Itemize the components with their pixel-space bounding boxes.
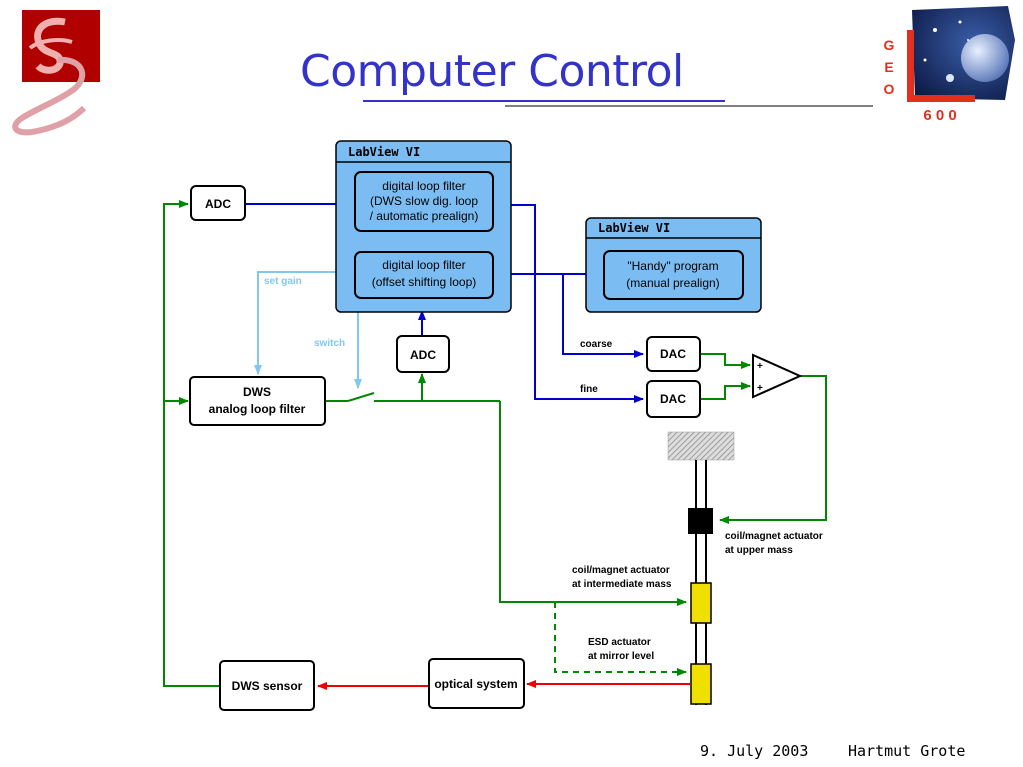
geo600-logo: G E O 6 0 0 bbox=[884, 6, 1015, 124]
handy-line2: (manual prealign) bbox=[626, 276, 719, 290]
filter2-line2: (offset shifting loop) bbox=[372, 275, 477, 289]
set-gain-label: set gain bbox=[264, 276, 302, 287]
handy-program: "Handy" program (manual prealign) bbox=[603, 250, 744, 300]
logo-letter-e: E bbox=[884, 59, 893, 75]
footer-author: Hartmut Grote bbox=[848, 742, 966, 760]
labview-main-title: LabView VI bbox=[348, 145, 420, 159]
filter1-line2: (DWS slow dig. loop bbox=[370, 194, 478, 208]
optical-system: optical system bbox=[428, 658, 525, 709]
upper-mass bbox=[688, 508, 713, 534]
dac-fine: DAC bbox=[646, 380, 701, 418]
intermediate-mass bbox=[690, 582, 712, 624]
analog-switch bbox=[347, 392, 375, 402]
filter2-to-coarse-dac-wire bbox=[494, 273, 644, 358]
adc-top-label: ADC bbox=[205, 197, 231, 211]
to-esd-actuator-wire bbox=[554, 602, 687, 676]
filter1-line3: / automatic prealign) bbox=[370, 209, 479, 223]
fine-dac-to-amp-wire bbox=[700, 382, 751, 400]
amp-plus-1: + bbox=[757, 361, 763, 372]
esd-actuator-line2: at mirror level bbox=[588, 651, 654, 662]
filter2-line1: digital loop filter bbox=[382, 258, 465, 272]
filter1-to-fine-dac-wire bbox=[494, 204, 644, 403]
fine-label: fine bbox=[580, 384, 598, 395]
dws-sensor-label: DWS sensor bbox=[232, 679, 303, 693]
sensor-to-adc-wire bbox=[163, 200, 220, 687]
amp-plus-2: + bbox=[757, 383, 763, 394]
dws-filter-line2: analog loop filter bbox=[209, 402, 306, 416]
coarse-label: coarse bbox=[580, 339, 613, 350]
intermediate-actuator-line2: at intermediate mass bbox=[572, 579, 672, 590]
institute-logo bbox=[12, 10, 100, 136]
suspension-point bbox=[667, 431, 735, 461]
intermediate-actuator-line1: coil/magnet actuator bbox=[572, 565, 670, 576]
labview-handy-title: LabView VI bbox=[598, 221, 670, 235]
set-gain-wire bbox=[254, 271, 354, 375]
upper-actuator-line1: coil/magnet actuator bbox=[725, 531, 823, 542]
handy-line1: "Handy" program bbox=[627, 259, 718, 273]
esd-actuator-line1: ESD actuator bbox=[588, 637, 651, 648]
adc-mid-label: ADC bbox=[410, 348, 436, 362]
mirror-mass bbox=[690, 663, 712, 705]
summing-amplifier: + + bbox=[752, 353, 803, 399]
dac-fine-label: DAC bbox=[660, 392, 686, 406]
page-title: Computer Control bbox=[300, 46, 684, 97]
logo-letter-g: G bbox=[884, 37, 895, 53]
dac-coarse-label: DAC bbox=[660, 347, 686, 361]
logo-letter-o: O bbox=[884, 81, 895, 97]
upper-actuator-line2: at upper mass bbox=[725, 545, 793, 556]
dws-filter-line1: DWS bbox=[243, 385, 271, 399]
adc-mid: ADC bbox=[396, 335, 450, 373]
filter1-line1: digital loop filter bbox=[382, 179, 465, 193]
adc-top: ADC bbox=[190, 185, 246, 221]
to-intermediate-actuator-wire bbox=[499, 401, 687, 606]
switch-label: switch bbox=[314, 338, 345, 349]
dws-analog-filter: DWS analog loop filter bbox=[189, 376, 326, 426]
digital-filter-2: digital loop filter (offset shifting loo… bbox=[354, 251, 494, 299]
digital-filter-1: digital loop filter (DWS slow dig. loop … bbox=[354, 171, 494, 232]
coarse-dac-to-amp-wire bbox=[700, 353, 751, 369]
dws-sensor: DWS sensor bbox=[219, 660, 315, 711]
footer-date: 9. July 2003 bbox=[700, 742, 809, 760]
dac-coarse: DAC bbox=[646, 336, 701, 372]
optical-system-label: optical system bbox=[434, 677, 517, 691]
amp-to-upper-actuator-wire bbox=[719, 375, 827, 524]
logo-number: 6 0 0 bbox=[923, 107, 956, 124]
